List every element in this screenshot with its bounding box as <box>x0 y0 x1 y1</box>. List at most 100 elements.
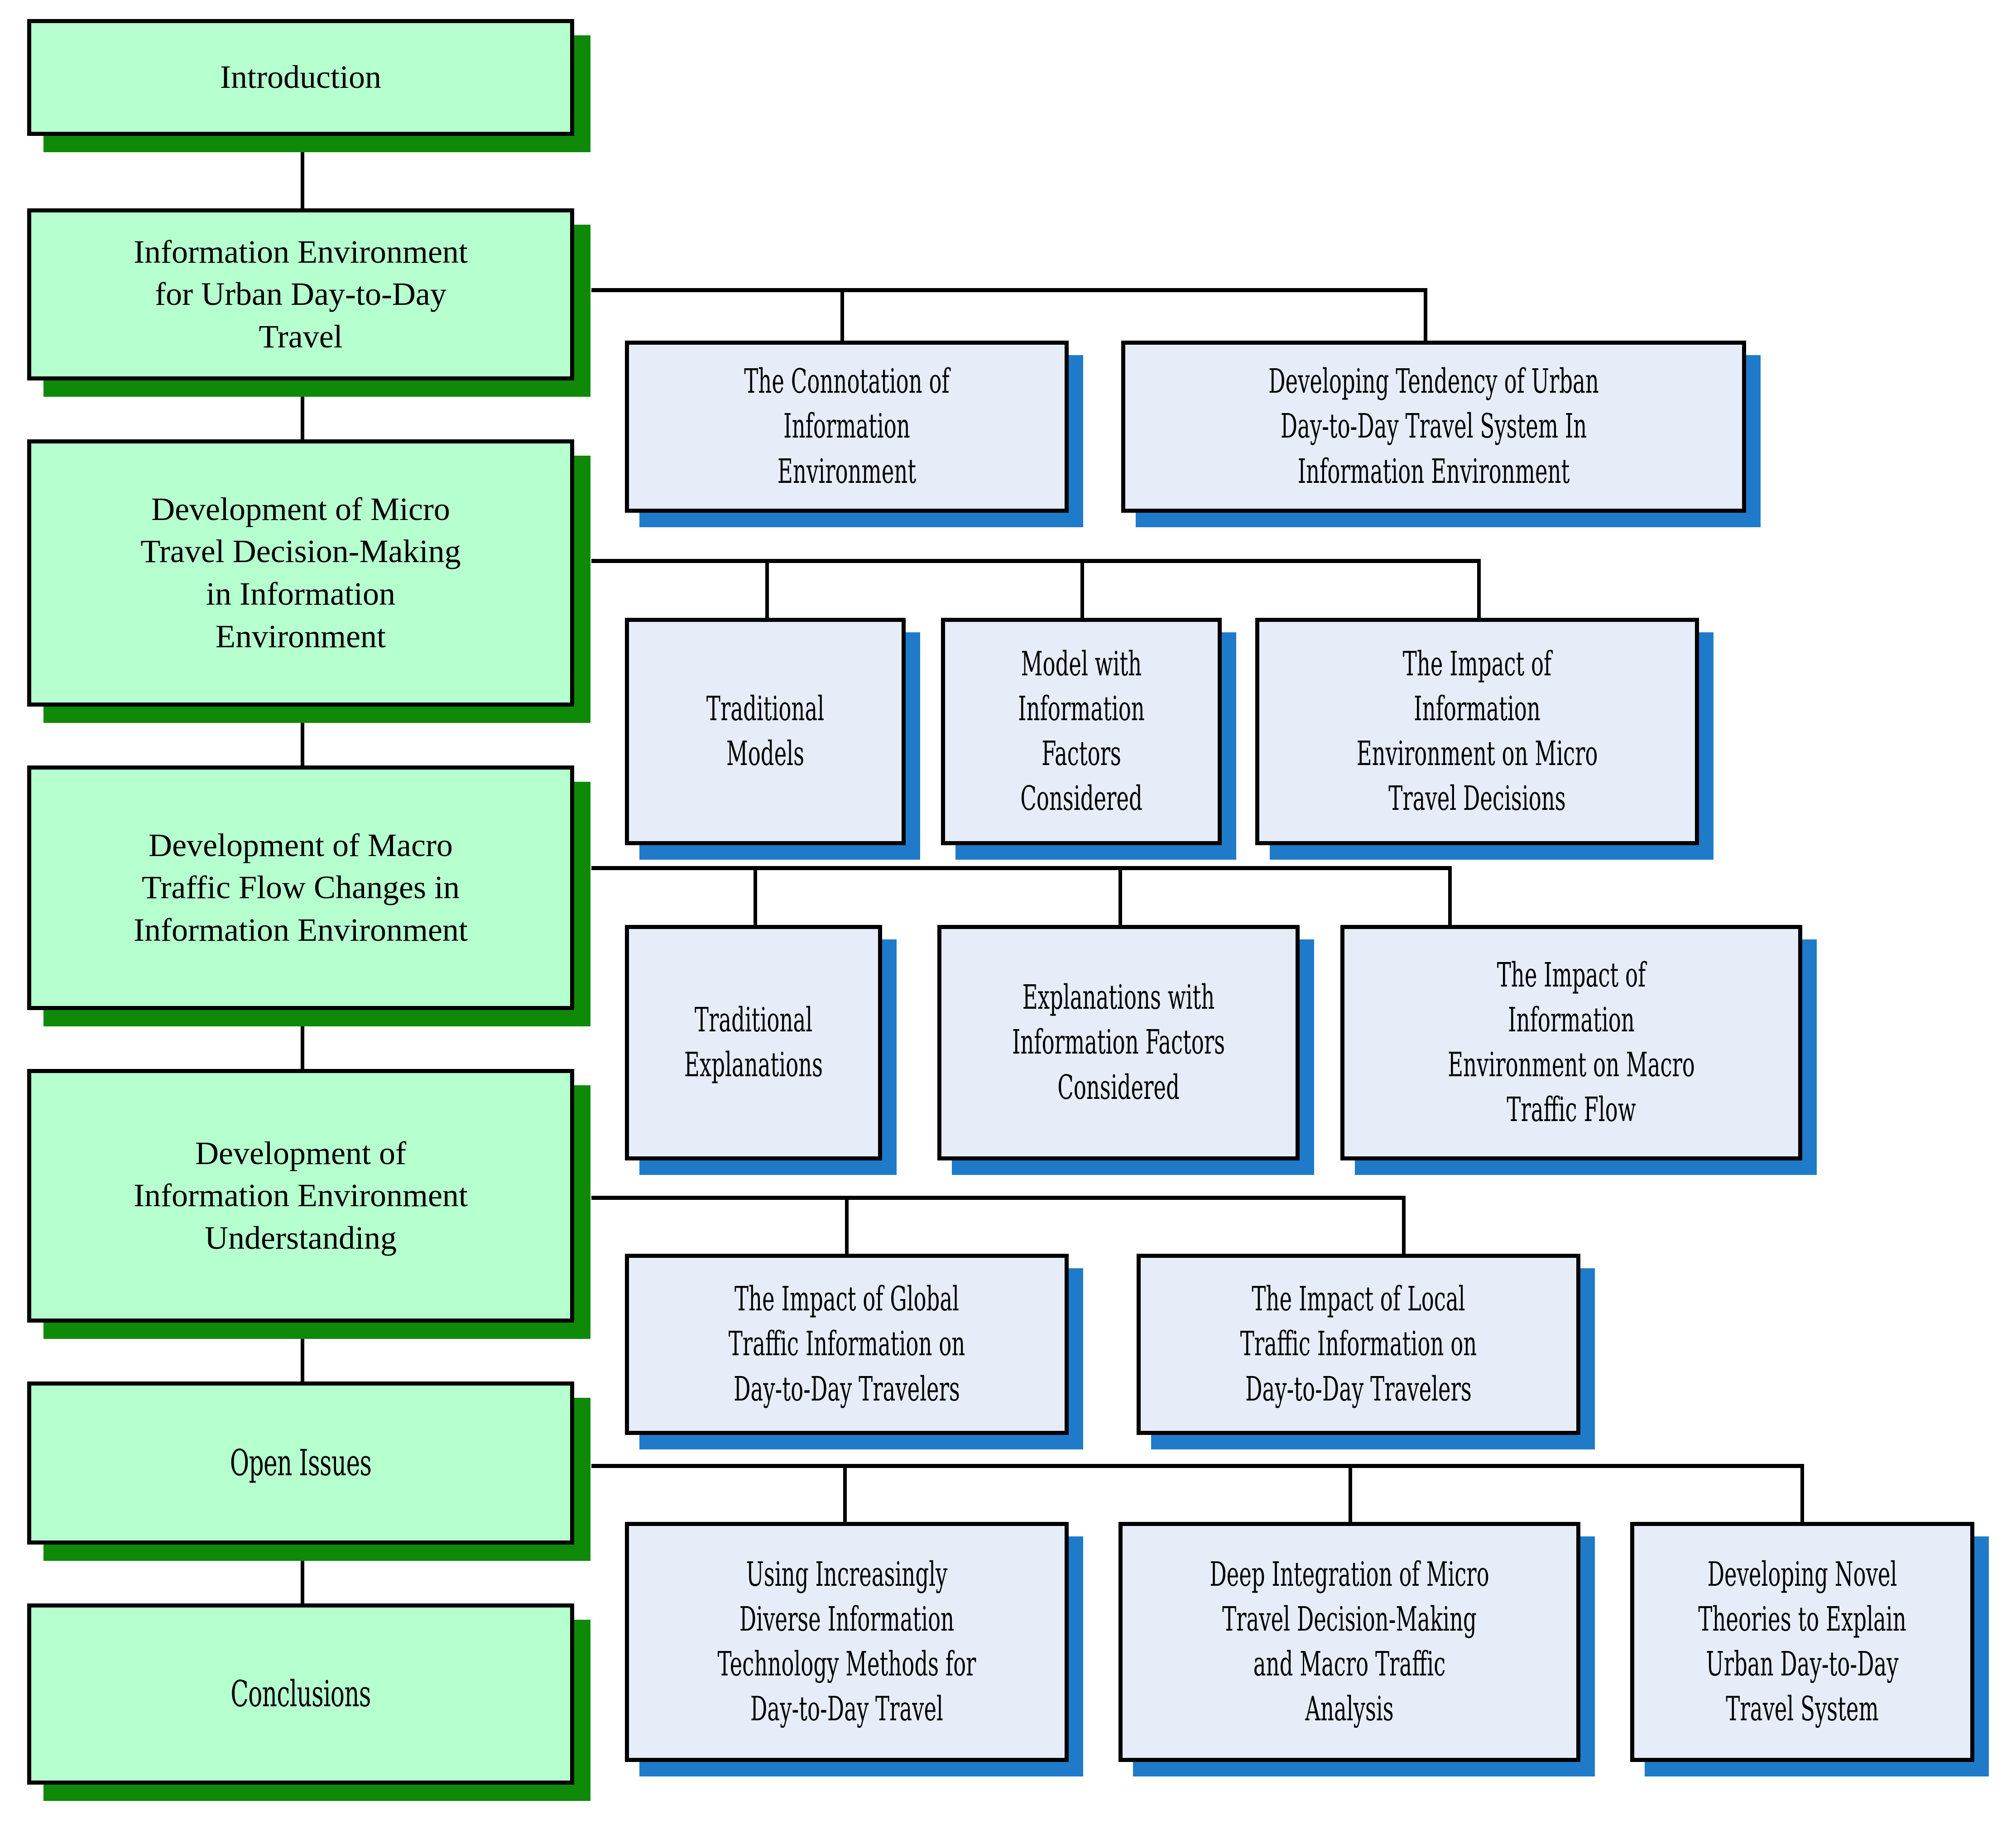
branch-drop-impact-micro <box>1477 559 1481 618</box>
text-line: Understanding <box>205 1219 397 1256</box>
branch-drop-novel-theory <box>1800 1464 1804 1522</box>
chapter-node-open-issues[interactable]: Open Issues <box>27 1381 590 1561</box>
text-line: Day-to-Day Travel <box>750 1689 943 1729</box>
branch-bar-macro <box>591 866 1452 870</box>
connector-underst-to-open <box>301 1323 304 1381</box>
text-line: Introduction <box>220 59 381 96</box>
text-line: Information Environment <box>134 911 468 948</box>
branch-drop-model-info <box>1080 559 1084 618</box>
branch-bar-open-issues <box>591 1464 1804 1468</box>
text-line: Travel Decisions <box>1388 779 1566 818</box>
branch-drop-expl-info <box>1118 866 1122 925</box>
text-line: Explanations with <box>1022 978 1215 1017</box>
text-line: Information Factors <box>1012 1023 1225 1062</box>
branch-drop-local-info <box>1402 1196 1406 1254</box>
node-face: Open Issues <box>27 1381 574 1545</box>
text-line: Traffic Information on <box>1240 1324 1477 1364</box>
branch-drop-tendency <box>1424 288 1427 341</box>
branch-bar-infoenv <box>591 288 1427 292</box>
text-line: Travel Decision-Making <box>1222 1599 1477 1639</box>
text-line: Environment on Macro <box>1448 1045 1695 1084</box>
text-line: Factors <box>1042 734 1121 773</box>
chapter-node-introduction[interactable]: Introduction <box>27 19 590 152</box>
text-line: Analysis <box>1305 1689 1394 1729</box>
branch-drop-deep-integ <box>1349 1464 1352 1522</box>
text-line: The Impact of <box>1402 644 1552 683</box>
text-line: Environment <box>216 618 386 655</box>
text-line: Traffic Information on <box>728 1324 965 1364</box>
node-face: Conclusions <box>27 1603 574 1785</box>
text-line: Information <box>1508 1000 1635 1040</box>
chapter-node-conclusions[interactable]: Conclusions <box>27 1603 590 1801</box>
text-line: Traditional <box>706 689 825 728</box>
text-line: Information <box>1018 689 1145 728</box>
text-line: The Impact of <box>1497 955 1646 995</box>
text-line: Diverse Information <box>739 1599 955 1639</box>
text-line: The Impact of Global <box>734 1280 960 1319</box>
connector-infoenv-to-micro <box>301 380 304 439</box>
text-line: Using Increasingly <box>746 1555 948 1594</box>
text-line: Information Environment <box>134 1177 468 1214</box>
text-line: Conclusions <box>230 1673 371 1715</box>
branch-drop-trad-expl <box>754 866 757 925</box>
chapter-label-open-issues: Open Issues <box>107 1439 495 1487</box>
text-line: Information <box>783 407 910 446</box>
node-face: Introduction <box>27 19 574 136</box>
text-line: Considered <box>1057 1068 1180 1107</box>
text-line: The Impact of Local <box>1252 1280 1465 1319</box>
text-line: Day-to-Day Travelers <box>1245 1369 1472 1409</box>
text-line: Travel <box>259 318 343 355</box>
text-line: Development of Micro <box>151 491 450 527</box>
text-line: Travel System <box>1726 1689 1879 1729</box>
connector-micro-to-macro <box>301 707 304 765</box>
text-line: Traffic Flow Changes in <box>142 869 460 906</box>
text-line: Information Environment <box>134 233 468 270</box>
text-line: Traffic Flow <box>1507 1090 1636 1130</box>
branch-bar-understanding <box>591 1196 1406 1200</box>
text-line: in Information <box>206 576 395 612</box>
branch-drop-connotation <box>840 288 844 341</box>
